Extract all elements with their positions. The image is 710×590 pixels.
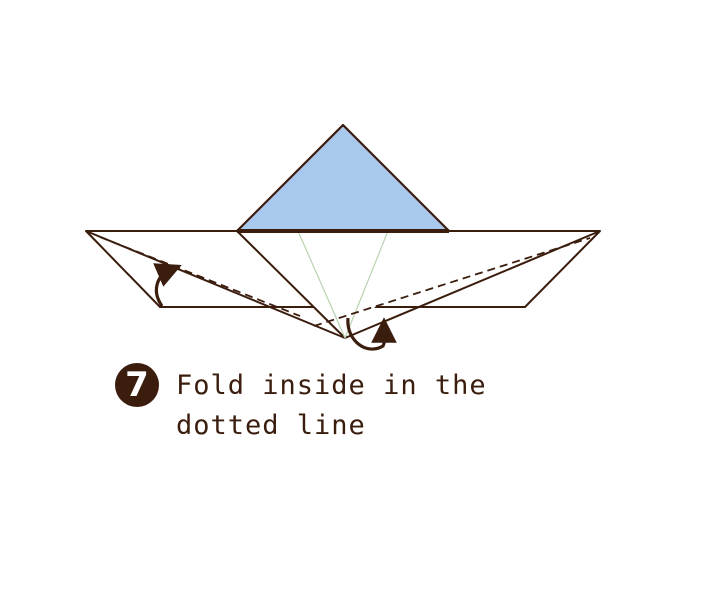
fold-arrow-left — [153, 263, 182, 307]
crease-line-left — [297, 230, 346, 339]
hull-center-fold — [237, 231, 449, 338]
hull-left-edge — [236, 230, 346, 339]
caption-line-1: Fold inside in the — [176, 370, 487, 401]
crease-line-right — [344, 230, 389, 339]
step-number-badge: 7 — [115, 363, 159, 407]
caption-line-2: dotted line — [176, 410, 366, 441]
dotted-fold-line-left — [99, 236, 301, 317]
instruction-caption: Fold inside in the dotted line — [176, 366, 487, 446]
dotted-fold-line-right — [313, 237, 591, 327]
fold-arrow-right — [346, 317, 397, 351]
blue-triangle-flap — [235, 123, 451, 233]
